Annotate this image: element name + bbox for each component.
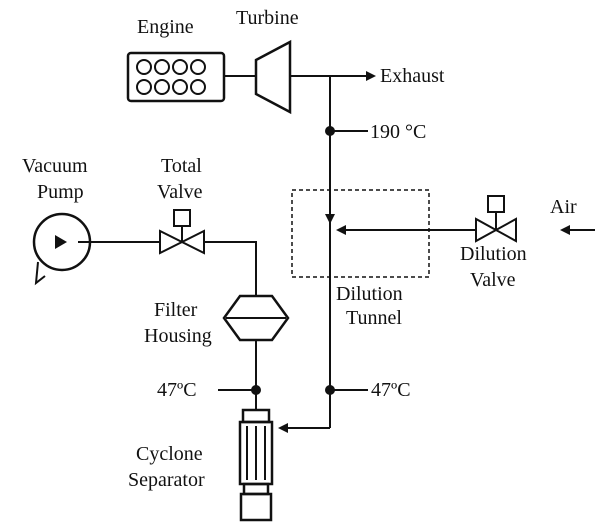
cyclone-label-2: Separator [128, 469, 205, 491]
filter-label-1: Filter [154, 299, 198, 321]
vacuum-label-2: Pump [37, 181, 84, 203]
total-valve-symbol [159, 209, 205, 255]
dilution-valve-symbol [475, 195, 517, 243]
air-label: Air [550, 196, 577, 218]
turbine-label: Turbine [236, 7, 299, 29]
vacuum-pump-symbol [32, 212, 92, 286]
filter-label-2: Housing [144, 325, 212, 347]
temp-top-label: 190 °C [370, 121, 426, 143]
tunnel-label-1: Dilution [336, 283, 403, 305]
total-valve-label-1: Total [161, 155, 202, 177]
cyclone-separator-symbol [238, 408, 274, 522]
tunnel-label-2: Tunnel [346, 307, 402, 329]
turbine-symbol [254, 39, 292, 115]
engine-block [126, 51, 226, 103]
total-valve-label-2: Valve [157, 181, 203, 203]
cyclone-label-1: Cyclone [136, 443, 203, 465]
temp-left-label: 47ºC [157, 379, 197, 401]
engine-label: Engine [137, 16, 194, 38]
dilution-valve-label-2: Valve [470, 269, 516, 291]
vacuum-label-1: Vacuum [22, 155, 88, 177]
temp-right-label: 47ºC [371, 379, 411, 401]
exhaust-label: Exhaust [380, 65, 445, 87]
valve-filter-line [204, 241, 257, 296]
dilution-tunnel-box [291, 189, 430, 278]
dilution-valve-label-1: Dilution [460, 243, 527, 265]
filter-housing-symbol [222, 294, 290, 342]
